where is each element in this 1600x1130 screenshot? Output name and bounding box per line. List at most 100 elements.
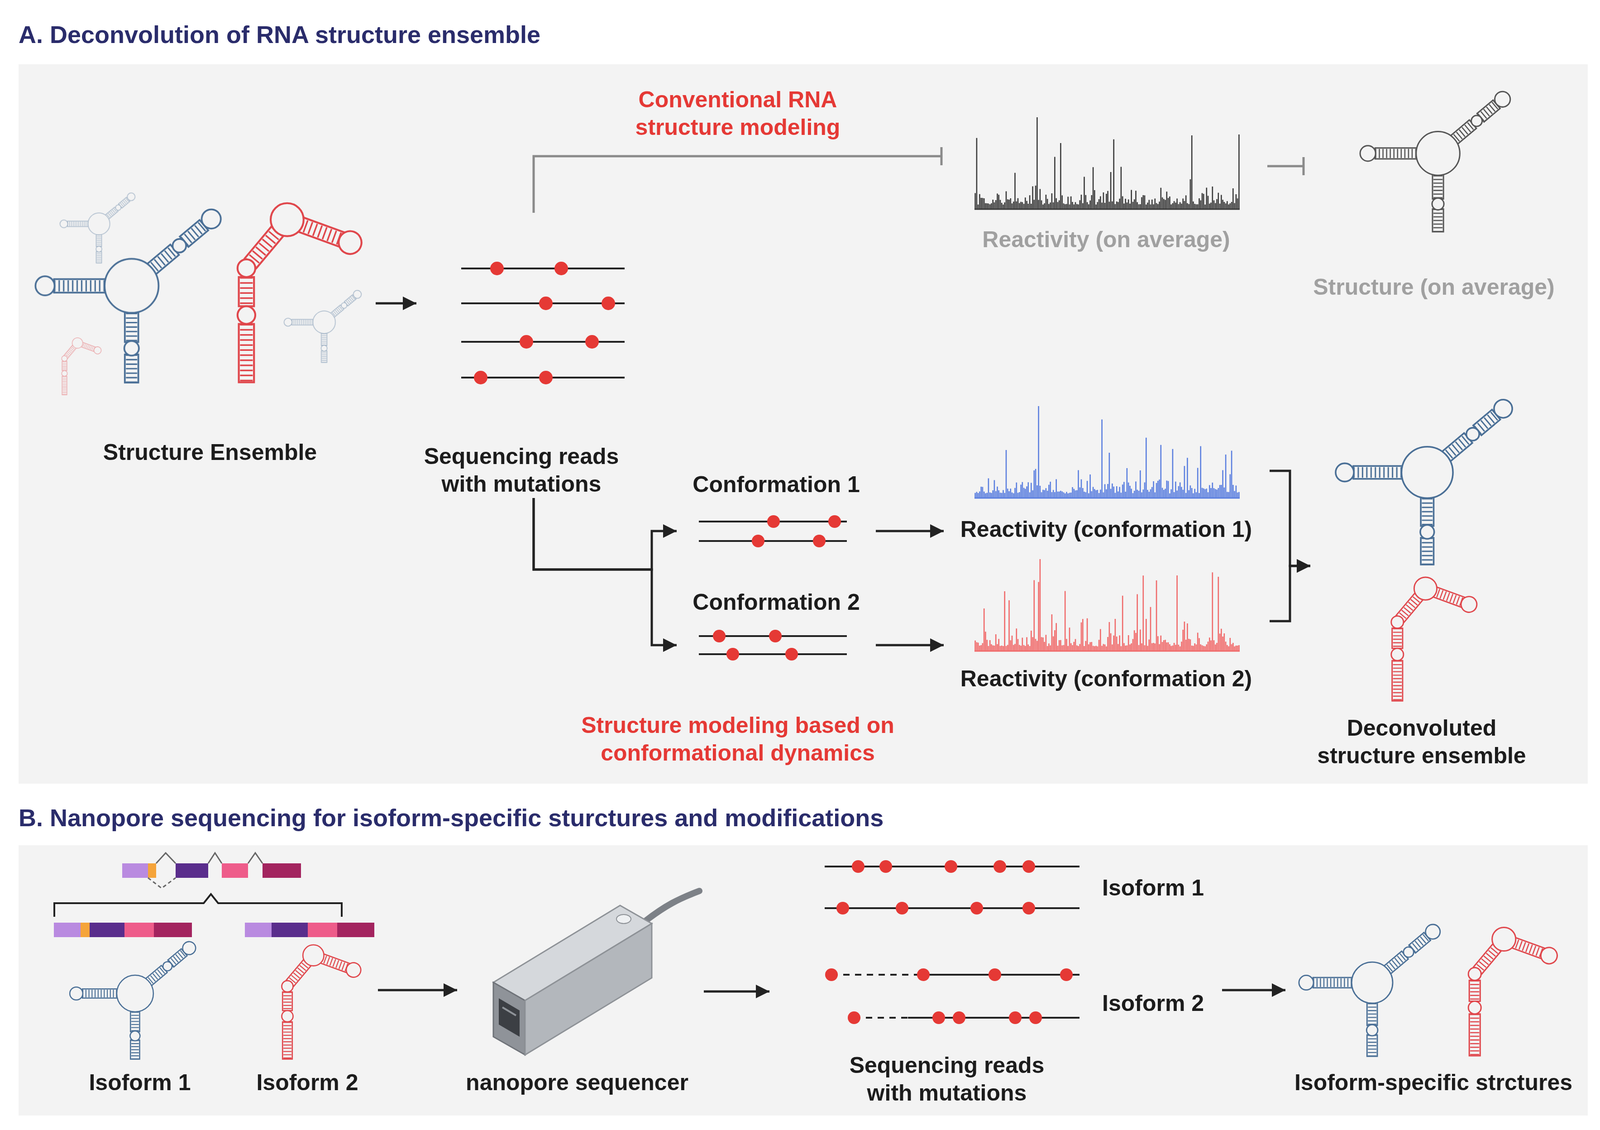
chart-baseline bbox=[974, 650, 1240, 652]
connector bbox=[533, 497, 677, 570]
node-label: Reactivity (conformation 2) bbox=[943, 664, 1270, 693]
panel-band: B. Nanopore sequencing for isoform-speci… bbox=[18, 845, 1588, 1116]
mutation-dot bbox=[851, 859, 865, 873]
node-label: Isoform-specific strctures bbox=[1284, 1068, 1583, 1097]
connector bbox=[1269, 470, 1311, 566]
mutation-dot bbox=[993, 859, 1007, 873]
read bbox=[698, 515, 847, 528]
exon-bar bbox=[337, 922, 375, 937]
mutation-dot bbox=[726, 647, 740, 661]
node-label: Reactivity (on average) bbox=[947, 225, 1265, 254]
node-label: Structure Ensemble bbox=[83, 438, 337, 467]
read bbox=[698, 534, 847, 548]
mutation-dot bbox=[988, 968, 1002, 981]
mutation-dot bbox=[519, 334, 534, 349]
figure-node: Reactivity (on average) bbox=[941, 108, 1268, 254]
read-line bbox=[461, 267, 625, 270]
connector bbox=[1222, 988, 1286, 992]
exon-bar bbox=[124, 922, 154, 937]
connector bbox=[1269, 565, 1311, 621]
node-label: Sequencing reads with mutations bbox=[841, 1051, 1053, 1107]
node-label: Deconvoluted structure ensemble bbox=[1308, 714, 1535, 770]
mutation-dot bbox=[828, 515, 841, 528]
read-line bbox=[923, 973, 1080, 976]
rna-structure-average bbox=[1360, 88, 1514, 232]
figure-node: Reactivity (conformation 1) bbox=[943, 398, 1270, 544]
exon-bar bbox=[89, 922, 125, 937]
mutation-dot bbox=[847, 1011, 861, 1024]
chart-baseline bbox=[974, 497, 1240, 499]
connector bbox=[1267, 165, 1304, 168]
exon-bar bbox=[80, 922, 90, 937]
mutation-dot bbox=[473, 370, 488, 385]
read bbox=[461, 261, 625, 276]
rna-structure-blue bbox=[1299, 921, 1443, 1056]
mutation-dot bbox=[836, 901, 850, 915]
isoform-tag: Isoform 2 bbox=[1102, 989, 1204, 1018]
mutation-dot bbox=[539, 370, 553, 385]
device-port-slot bbox=[502, 1007, 516, 1016]
rna-structure-faint bbox=[61, 337, 103, 395]
mutation-dot bbox=[751, 534, 765, 548]
figure-node: nanopore sequencer bbox=[457, 882, 704, 1097]
device-port bbox=[498, 998, 520, 1037]
node-label: Reactivity (conformation 1) bbox=[943, 515, 1270, 544]
mutation-dot bbox=[768, 629, 782, 643]
rna-structure-red bbox=[1468, 926, 1560, 1056]
mutation-dot bbox=[1008, 1011, 1022, 1024]
sequencing-reads bbox=[461, 261, 1080, 1024]
reactivity-chart bbox=[974, 117, 1240, 210]
figure-node: Structure (on average) bbox=[1303, 72, 1567, 301]
figure-node: Isoform 2 bbox=[239, 918, 378, 1097]
node-label: Conformation 1 bbox=[676, 470, 876, 499]
reactivity-chart bbox=[974, 405, 1240, 498]
figure-node: Conformation 2 bbox=[676, 588, 876, 668]
mutation-dot bbox=[1022, 859, 1036, 873]
read-gap bbox=[854, 1016, 908, 1019]
mutation-dot bbox=[1029, 1011, 1042, 1024]
connector bbox=[875, 644, 944, 647]
rna-structure-faint bbox=[284, 288, 363, 363]
panel-ground bbox=[18, 64, 1588, 784]
read-line bbox=[698, 653, 847, 655]
reactivity-bars bbox=[975, 405, 1240, 498]
panel-background bbox=[18, 64, 1588, 1116]
mutation-dot bbox=[490, 261, 504, 276]
connector bbox=[533, 156, 942, 213]
panel-ground bbox=[18, 845, 1588, 1116]
connector bbox=[703, 990, 770, 993]
rna-structure-red bbox=[281, 944, 363, 1059]
mutation-dot bbox=[895, 901, 909, 915]
mutation-dot bbox=[601, 296, 616, 311]
panel-title: A. Deconvolution of RNA structure ensemb… bbox=[18, 19, 1588, 50]
device-button bbox=[616, 914, 631, 924]
figure-node: Isoform-specific strctures bbox=[1285, 909, 1585, 1097]
exon-bar bbox=[53, 922, 81, 937]
method-note: Structure modeling based on conformation… bbox=[570, 711, 906, 767]
rna-structure-red bbox=[237, 203, 365, 383]
exon-bar bbox=[122, 863, 149, 878]
intron-caret bbox=[248, 852, 263, 864]
mutation-dot bbox=[1022, 901, 1036, 915]
read bbox=[461, 296, 625, 311]
intron-caret bbox=[156, 852, 176, 864]
read bbox=[461, 370, 625, 385]
mutation-dot bbox=[712, 629, 726, 643]
device-front bbox=[493, 982, 526, 1055]
reactivity-charts bbox=[974, 117, 1240, 651]
rna-structure-blue bbox=[69, 938, 199, 1059]
read bbox=[847, 1011, 1080, 1024]
device-side bbox=[525, 923, 652, 1055]
structure-ensemble-figure bbox=[35, 191, 365, 396]
reactivity-chart bbox=[974, 558, 1240, 651]
read bbox=[461, 334, 625, 349]
mutation-dot bbox=[917, 968, 930, 981]
node-label: Conformation 2 bbox=[676, 588, 876, 617]
mutation-dot bbox=[785, 647, 798, 661]
node-label: nanopore sequencer bbox=[457, 1068, 698, 1097]
intron-caret bbox=[208, 852, 222, 864]
node-label: Isoform 2 bbox=[238, 1068, 377, 1097]
read bbox=[698, 629, 847, 643]
read-gap bbox=[831, 973, 924, 976]
